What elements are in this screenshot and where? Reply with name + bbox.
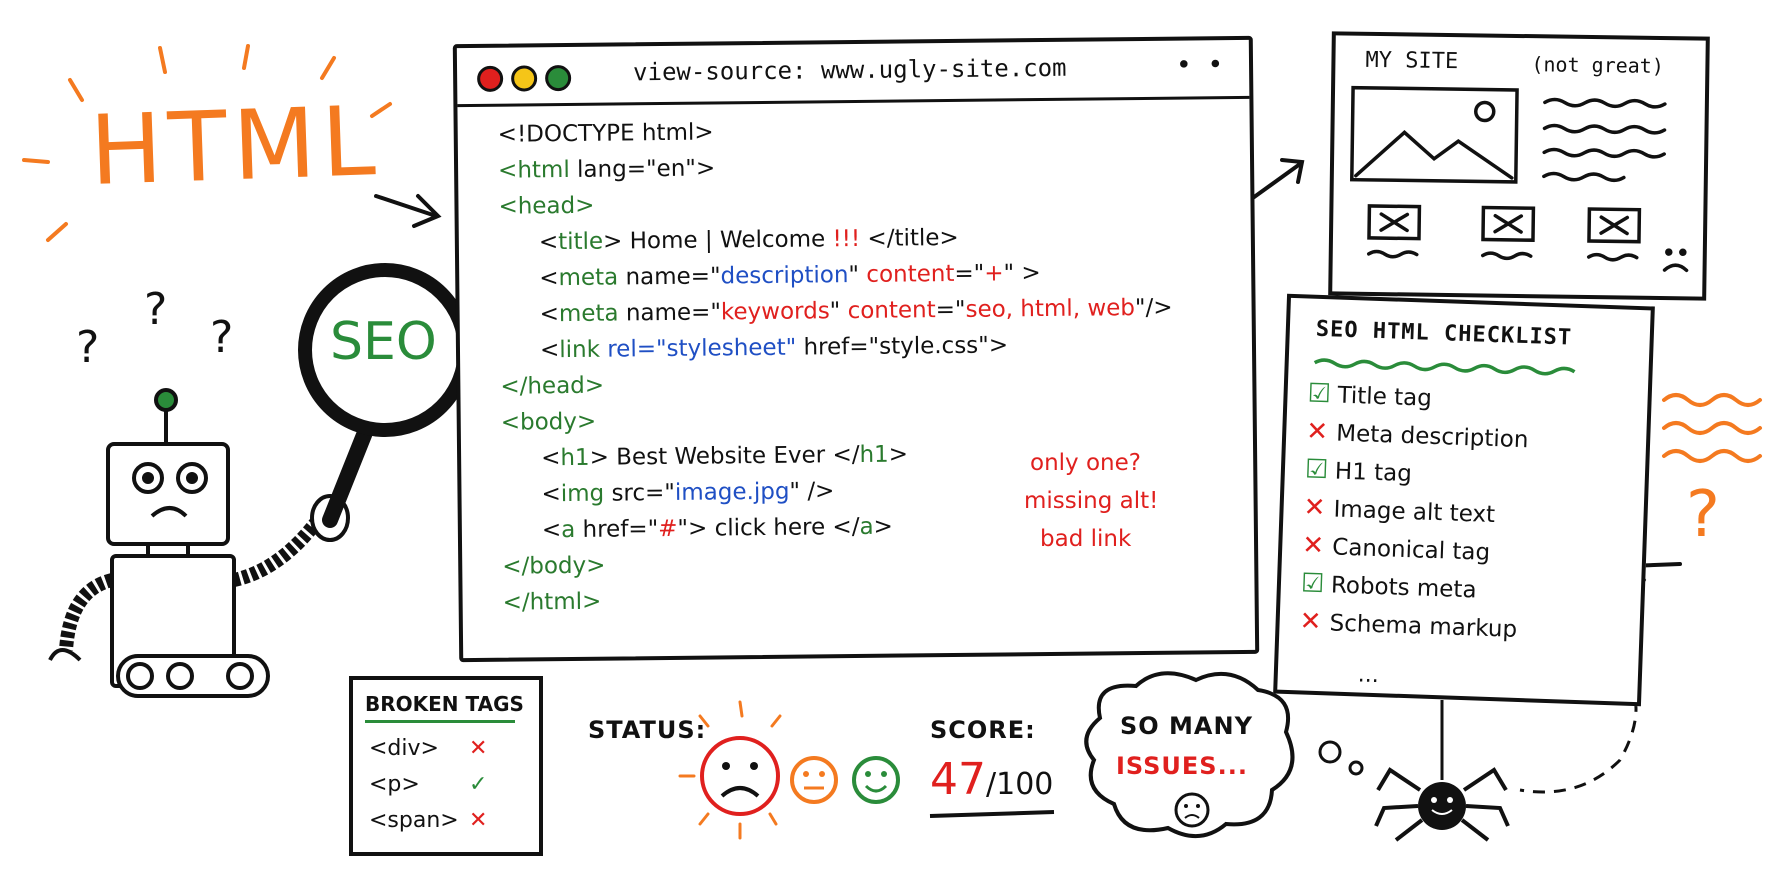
checklist-item[interactable]: ✕Schema markup bbox=[1299, 606, 1518, 643]
cross-icon: ✕ bbox=[1301, 530, 1325, 562]
maximize-dot-icon[interactable] bbox=[545, 64, 572, 92]
code-line-meta-keywords: <meta name="keywords" content="seo, html… bbox=[539, 294, 1173, 328]
thought-bubble bbox=[1084, 671, 1364, 839]
status-faces bbox=[678, 700, 900, 840]
magnifier-icon bbox=[298, 263, 472, 528]
checklist-item[interactable]: ☑H1 tag bbox=[1304, 454, 1413, 488]
spider-icon bbox=[1374, 648, 1638, 842]
checkbox-checked-icon: ☑ bbox=[1300, 568, 1325, 600]
url-bar[interactable]: view-source: www.ugly-site.com bbox=[632, 53, 1067, 87]
checklist-underline bbox=[1313, 358, 1576, 376]
score-label: SCORE: bbox=[930, 716, 1036, 744]
note-bad-link: bad link bbox=[1040, 526, 1132, 552]
note-missing-alt: missing alt! bbox=[1024, 488, 1159, 514]
checklist-item[interactable]: ☑Robots meta bbox=[1300, 568, 1477, 604]
code-line-body-close: </body> bbox=[502, 552, 606, 580]
status-label: STATUS: bbox=[588, 716, 707, 744]
browser-titlebar: view-source: www.ugly-site.com • • bbox=[456, 39, 1250, 108]
html-heading: HTML bbox=[88, 84, 384, 208]
robot-illustration bbox=[48, 388, 350, 698]
code-line-link: <link rel="stylesheet" href="style.css"> bbox=[539, 332, 1009, 364]
code-line-meta-description: <meta name="description" content="+" > bbox=[539, 260, 1041, 292]
code-line-img: <img src="image.jpg" /> bbox=[541, 478, 835, 508]
html-rays bbox=[22, 44, 392, 242]
checklist-item[interactable]: ✕Image alt text bbox=[1303, 492, 1496, 529]
checkbox-checked-icon: ☑ bbox=[1304, 454, 1329, 486]
broken-tag-row: <div>✕ bbox=[369, 736, 488, 761]
thought-line-2: ISSUES... bbox=[1116, 752, 1248, 780]
code-line-body-open: <body> bbox=[500, 408, 597, 436]
sad-face-icon bbox=[700, 736, 780, 816]
checklist-item[interactable]: ✕Canonical tag bbox=[1301, 530, 1491, 566]
thought-line-1: SO MANY bbox=[1120, 712, 1253, 740]
checklist-more: ... bbox=[1357, 662, 1380, 689]
happy-face-icon bbox=[852, 756, 900, 804]
broken-tags-underline bbox=[365, 720, 515, 723]
broken-tags-title: BROKEN TAGS bbox=[365, 692, 524, 716]
menu-dots-icon[interactable]: • • bbox=[1175, 50, 1228, 81]
check-icon: ✓ bbox=[469, 772, 488, 797]
code-line-html: <html lang="en"> bbox=[497, 155, 716, 184]
code-line-head-open: <head> bbox=[498, 192, 595, 220]
cross-icon: ✕ bbox=[1303, 492, 1326, 524]
question-mark: ? bbox=[76, 322, 100, 373]
code-line-html-close: </html> bbox=[502, 588, 602, 616]
code-line-head-close: </head> bbox=[500, 372, 605, 400]
broken-tag-row: <p>✓ bbox=[369, 772, 488, 797]
seo-label: SEO bbox=[330, 312, 437, 372]
checklist-title: SEO HTML CHECKLIST bbox=[1315, 316, 1573, 351]
score-value: 47/100 bbox=[930, 754, 1054, 805]
my-site-panel: MY SITE (not great) bbox=[1328, 31, 1710, 301]
checkbox-checked-icon: ☑ bbox=[1307, 378, 1332, 410]
code-line-anchor: <a href="#"> click here </a> bbox=[541, 513, 894, 544]
checklist-item[interactable]: ✕Meta description bbox=[1305, 416, 1529, 454]
close-dot-icon[interactable] bbox=[477, 65, 504, 92]
note-only-one: only one? bbox=[1030, 450, 1141, 476]
seo-checklist-panel: SEO HTML CHECKLIST ☑Title tag ✕Meta desc… bbox=[1273, 293, 1655, 707]
cross-icon: ✕ bbox=[469, 808, 488, 833]
cross-icon: ✕ bbox=[1305, 416, 1329, 448]
squiggle-lines bbox=[1662, 393, 1762, 463]
question-mark: ? bbox=[144, 284, 168, 335]
cross-icon: ✕ bbox=[1299, 606, 1322, 638]
broken-tag-row: <span>✕ bbox=[369, 808, 488, 833]
code-line-doctype: <!DOCTYPE html> bbox=[497, 119, 714, 148]
minimize-dot-icon[interactable] bbox=[511, 65, 538, 92]
broken-tags-panel: BROKEN TAGS <div>✕ <p>✓ <span>✕ bbox=[349, 676, 543, 856]
image-placeholder-icon bbox=[1350, 85, 1519, 184]
neutral-face-icon bbox=[790, 756, 838, 804]
cross-icon: ✕ bbox=[469, 736, 488, 761]
code-line-title: <title> Home | Welcome !!! </title> bbox=[538, 224, 959, 256]
browser-window: view-source: www.ugly-site.com • • <!DOC… bbox=[452, 35, 1260, 663]
score-underline bbox=[929, 810, 1055, 818]
code-line-h1: <h1> Best Website Ever </h1> bbox=[540, 441, 909, 472]
checklist-item[interactable]: ☑Title tag bbox=[1307, 378, 1433, 412]
question-mark: ? bbox=[210, 312, 234, 363]
site-wireframe bbox=[1350, 85, 1689, 273]
orange-question-mark: ? bbox=[1686, 478, 1720, 552]
